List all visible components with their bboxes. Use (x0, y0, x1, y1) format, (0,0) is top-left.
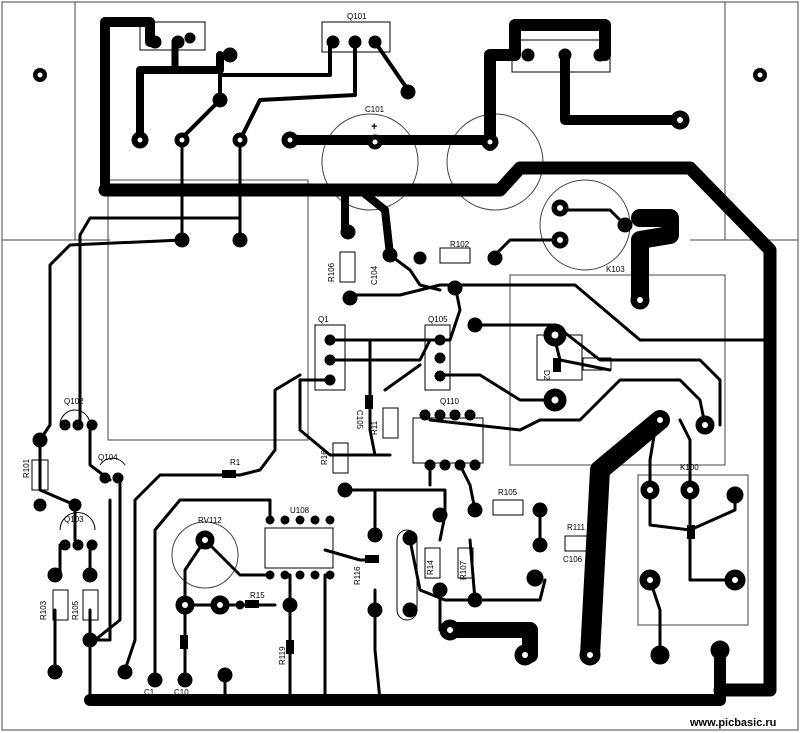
label-u108: U108 (290, 506, 310, 515)
label-c105: C105 (355, 410, 364, 430)
label-d2: D2 (542, 370, 551, 381)
label-c106: C106 (563, 555, 583, 564)
label-r105b: R105 (498, 488, 518, 497)
label-r1: R1 (230, 458, 241, 467)
label-q104: Q104 (98, 453, 118, 462)
label-r101: R101 (22, 458, 31, 478)
silkscreen-labels: Q101 C101 + R102 K103 Q1 Q105 Q110 Q102 … (22, 12, 699, 697)
label-q102: Q102 (64, 397, 84, 406)
label-rv112: RV112 (198, 516, 222, 525)
watermark: www.picbasic.ru (689, 717, 776, 729)
label-q103: Q103 (64, 515, 84, 524)
label-c1: C1 (144, 688, 155, 697)
label-r105: R105 (71, 600, 80, 620)
label-q110: Q110 (440, 397, 460, 406)
pad-holes (137, 117, 738, 658)
label-c10: C10 (174, 688, 189, 697)
label-c104: C104 (370, 265, 379, 285)
label-q1: Q1 (318, 315, 329, 324)
label-q105: Q105 (428, 315, 448, 324)
component-outlines (31, 21, 612, 621)
label-r11: R11 (370, 420, 379, 435)
copper-traces (38, 17, 777, 706)
label-k103: K103 (606, 265, 625, 274)
small-parts (180, 358, 695, 654)
label-k100: K100 (680, 463, 699, 472)
mounting-holes (33, 68, 767, 82)
label-r107: R107 (459, 560, 468, 580)
label-q101: Q101 (347, 12, 367, 21)
label-r102: R102 (450, 240, 470, 249)
label-r14: R14 (426, 560, 435, 575)
label-r116: R116 (353, 566, 362, 585)
label-r15: R15 (250, 591, 265, 600)
label-r103: R103 (39, 600, 48, 620)
label-c101: C101 (365, 105, 385, 114)
label-r106: R106 (327, 262, 336, 282)
label-r111: R111 (567, 523, 585, 532)
label-r119: R119 (278, 646, 287, 665)
label-r16: R16 (320, 450, 329, 465)
plus-marking: + (371, 121, 377, 133)
